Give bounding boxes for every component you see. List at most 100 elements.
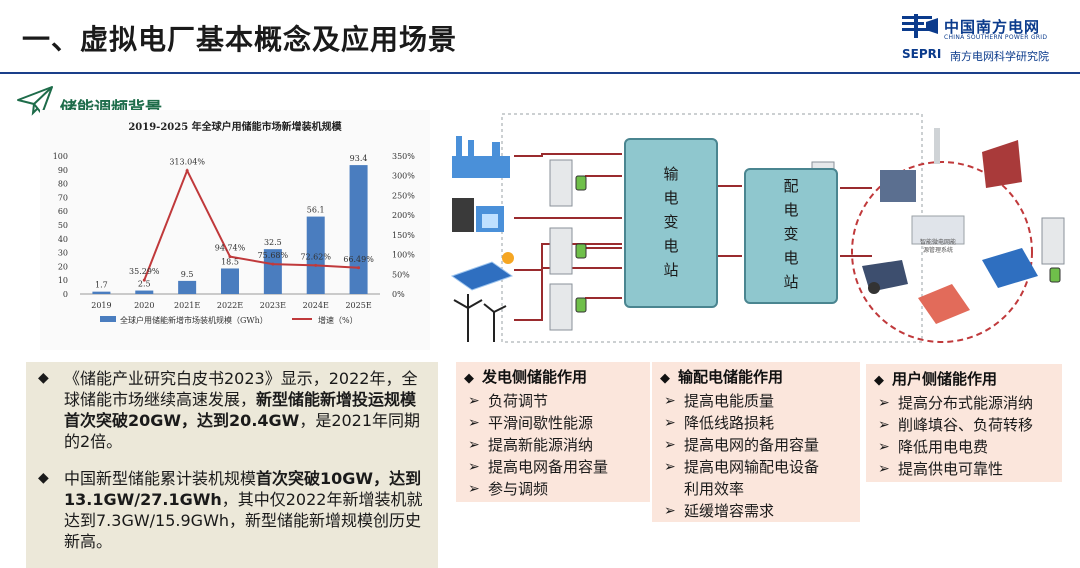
transmission-station-label-char: 电 [663, 237, 679, 255]
transmission-station-label-char: 电 [663, 189, 679, 207]
user-side-title: ◆用户侧储能作用 [874, 370, 998, 388]
bar-value-label: 9.5 [181, 270, 194, 279]
y-left-tick-label: 40 [58, 235, 68, 244]
generation-side-title: ◆发电侧储能作用 [464, 368, 588, 386]
diamond-bullet-icon: ◆ [38, 470, 49, 486]
growth-point [228, 255, 232, 259]
logo-en-text: CHINA SOUTHERN POWER GRID [944, 34, 1048, 41]
list-item: ➢削峰填谷、负荷转移 [878, 416, 1034, 434]
growth-value-label: 313.04% [169, 158, 205, 167]
distribution-station-label-char: 站 [783, 273, 799, 291]
bar-value-label: 56.1 [307, 206, 325, 215]
chart-bar [92, 291, 111, 294]
y-left-tick-label: 90 [58, 166, 68, 175]
growth-point [185, 169, 189, 173]
bar-value-label: 18.5 [221, 257, 239, 266]
diagram-graphics: 智能微电网能 源管理系统 [450, 113, 1065, 343]
growth-value-label: 35.29% [129, 267, 160, 276]
csg-logo-icon [902, 14, 938, 38]
factory-icon [452, 136, 510, 178]
user-side-box: ◆用户侧储能作用 ➢提高分布式能源消纳 ➢削峰填谷、负荷转移 ➢降低用电电费 ➢… [866, 364, 1062, 482]
distribution-station-label-char: 电 [783, 201, 799, 219]
distribution-station-label-char: 变 [783, 225, 799, 243]
y-left-tick-label: 10 [58, 276, 68, 285]
list-item-continuation: 利用效率 [684, 480, 745, 498]
wind-turbine-icon [453, 294, 507, 342]
y-left-tick-label: 100 [53, 152, 68, 161]
bar-value-label: 2.5 [138, 280, 151, 289]
logo-cn-text: 中国南方电网 [944, 18, 1041, 36]
distribution-station-label-char: 配 [783, 177, 799, 195]
microgrid-nodes [862, 128, 1038, 324]
page-title: 一、虚拟电厂基本概念及应用场景 [22, 23, 458, 56]
growth-value-label: 66.49% [343, 255, 374, 264]
chart-bar [263, 249, 282, 294]
y-left-tick-label: 0 [63, 290, 68, 299]
list-item: ➢延缓增容需求 [664, 502, 775, 520]
growth-value-label: 75.68% [258, 251, 289, 260]
list-item: ➢提高供电可靠性 [878, 460, 1004, 478]
y-right-tick-label: 0% [392, 290, 405, 299]
y-right-tick-label: 100% [392, 251, 415, 260]
transmission-substation: 输电变电站 [624, 138, 718, 308]
growth-point [142, 278, 146, 282]
transmission-station-label-char: 变 [663, 213, 679, 231]
diamond-bullet-icon: ◆ [38, 370, 49, 386]
distribution-substation: 配电变电站 [744, 168, 838, 304]
storage-summary-text: ◆ 《储能产业研究白皮书2023》显示，2022年，全球储能市场继续高速发展，新… [26, 362, 438, 568]
list-item: ➢提高电网备用容量 [468, 458, 609, 476]
logo-sepri-cn-text: 南方电网科学研究院 [950, 50, 1049, 63]
building-icon [452, 198, 504, 232]
bar-value-label: 32.5 [264, 238, 282, 247]
y-left-tick-label: 70 [58, 193, 68, 202]
chart-bar [135, 290, 154, 294]
y-right-tick-label: 150% [392, 231, 415, 240]
list-item: ➢负荷调节 [468, 392, 549, 410]
x-tick-label: 2023E [260, 301, 286, 310]
growth-point [271, 262, 275, 266]
list-item: ➢提高电网的备用容量 [664, 436, 820, 454]
summary-para-2: ◆ 中国新型储能累计装机规模首次突破10GW，达到13.1GW/27.1GWh，… [38, 469, 423, 551]
generation-side-box: ◆发电侧储能作用 ➢负荷调节 ➢平滑间歇性能源 ➢提高新能源消纳 ➢提高电网备用… [456, 362, 650, 502]
bar-value-label: 1.7 [95, 281, 108, 290]
x-tick-label: 2020 [134, 301, 154, 310]
list-item: ➢参与调频 [468, 480, 549, 498]
y-right-tick-label: 200% [392, 211, 415, 220]
legend-bar-label: 全球户用储能新增市场装机规模（GWh） [120, 315, 268, 325]
list-item: ➢提高分布式能源消纳 [878, 394, 1034, 412]
csg-logo: 中国南方电网 CHINA SOUTHERN POWER GRID SEPRI 南… [900, 10, 1070, 66]
growth-line [143, 168, 359, 281]
microgrid-label-2: 源管理系统 [923, 246, 953, 254]
growth-point [357, 266, 361, 270]
list-item: ➢提高新能源消纳 [468, 436, 594, 454]
growth-point [314, 263, 318, 267]
chart-bar [221, 268, 239, 294]
power-system-diagram: 智能微电网能 源管理系统 输电变电站 配电变电站 [442, 98, 1080, 352]
x-tick-label: 2022E [217, 301, 243, 310]
list-item: ➢降低线路损耗 [664, 414, 775, 432]
legend-bar-swatch [100, 316, 116, 322]
y-left-tick-label: 20 [58, 262, 68, 271]
chart-bar [306, 216, 325, 294]
chart-bar [178, 280, 197, 294]
y-left-tick-label: 30 [58, 249, 68, 258]
list-item: ➢平滑间歇性能源 [468, 414, 594, 432]
chart-bar [349, 165, 368, 294]
y-right-tick-label: 300% [392, 172, 415, 181]
growth-value-label: 72.62% [300, 252, 331, 261]
x-tick-label: 2024E [303, 301, 329, 310]
y-left-tick-label: 60 [58, 207, 68, 216]
transmission-station-label-char: 站 [663, 261, 679, 279]
y-right-tick-label: 350% [392, 152, 415, 161]
distribution-station-label-char: 电 [783, 249, 799, 267]
logo-sepri-text: SEPRI [902, 47, 942, 61]
solar-panel-icon [450, 252, 514, 291]
x-tick-label: 2025E [345, 301, 371, 310]
page-header: 一、虚拟电厂基本概念及应用场景 中国南方电网 CHINA SOUTHERN PO… [0, 0, 1080, 72]
list-item: ➢提高电能质量 [664, 392, 775, 410]
y-right-tick-label: 50% [392, 270, 410, 279]
y-left-tick-label: 50 [58, 221, 68, 230]
transmission-side-box: ◆输配电储能作用 ➢提高电能质量 ➢降低线路损耗 ➢提高电网的备用容量 ➢提高电… [652, 362, 860, 522]
y-left-tick-label: 80 [58, 180, 68, 189]
